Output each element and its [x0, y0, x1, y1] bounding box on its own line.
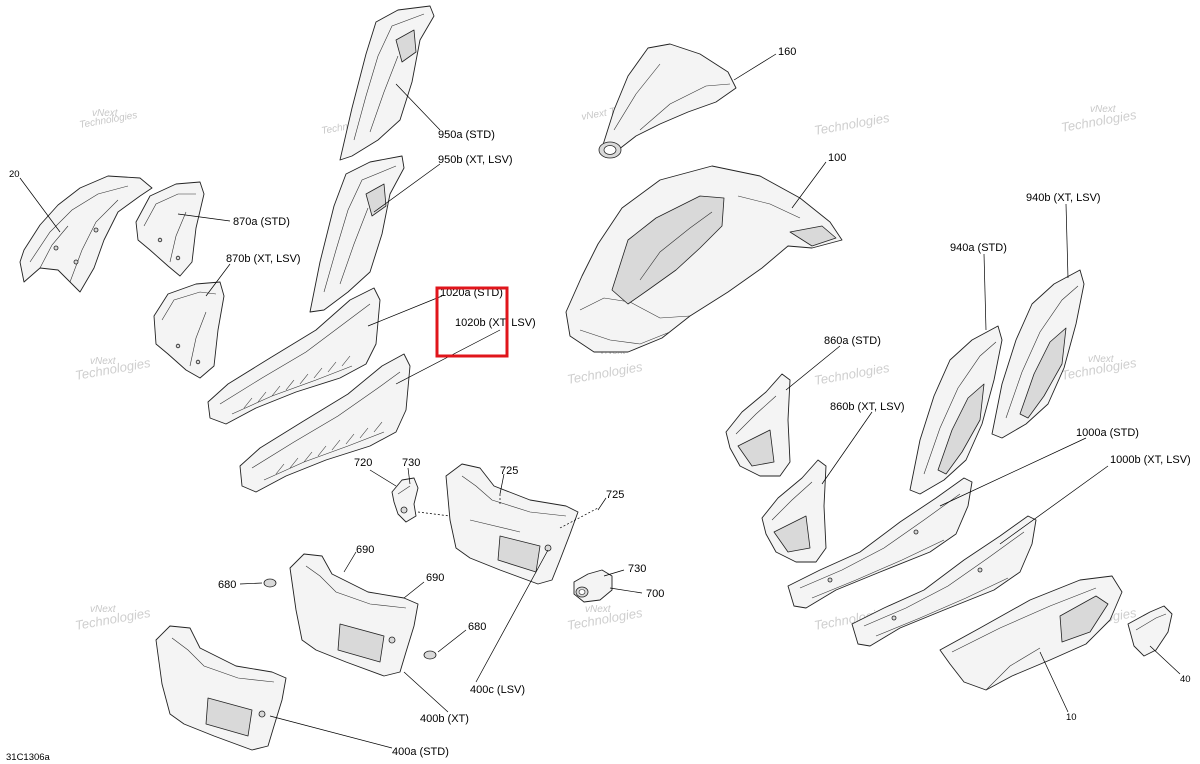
part-40-endpiece [1127, 605, 1173, 657]
label-870a: 870a (STD) [233, 216, 290, 228]
label-1000a: 1000a (STD) [1076, 427, 1139, 439]
part-950b-panel [309, 155, 405, 313]
label-700: 700 [646, 588, 664, 600]
watermark-text: Technologies [566, 359, 644, 387]
label-860b: 860b (XT, LSV) [830, 401, 905, 413]
watermark-text: vNext [90, 356, 117, 367]
label-725-left: 725 [500, 465, 518, 477]
label-940b: 940b (XT, LSV) [1026, 192, 1101, 204]
label-940a: 940a (STD) [950, 242, 1007, 254]
label-690-left: 690 [356, 544, 374, 556]
part-100-hood [565, 165, 843, 353]
part-870a-panel [135, 181, 205, 277]
label-860a: 860a (STD) [824, 335, 881, 347]
document-code: 31C1306a [6, 752, 51, 763]
label-870b: 870b (XT, LSV) [226, 253, 301, 265]
label-950a: 950a (STD) [438, 129, 495, 141]
watermark-text: vNext [1088, 354, 1115, 365]
watermark-text: Technologies [813, 110, 891, 138]
label-720: 720 [354, 457, 372, 469]
part-720-bracket [391, 477, 419, 523]
label-1000b: 1000b (XT, LSV) [1110, 454, 1191, 466]
part-20-fender [19, 175, 153, 293]
label-160: 160 [778, 46, 796, 58]
label-690-right: 690 [426, 572, 444, 584]
part-1020a-rocker [207, 287, 381, 425]
part-950a-panel [339, 5, 435, 161]
label-730-top: 730 [402, 457, 420, 469]
part-400a-console [155, 625, 287, 751]
label-20: 20 [9, 169, 20, 180]
label-400b: 400b (XT) [420, 713, 469, 725]
part-870b-panel [153, 281, 225, 379]
label-1020a: 1020a (STD) [440, 287, 503, 299]
part-1000b-rocker [851, 515, 1037, 647]
label-1020b: 1020b (XT, LSV) [455, 317, 536, 329]
watermark-text: vNext [92, 108, 119, 119]
part-940a-panel [909, 325, 1003, 495]
label-400a: 400a (STD) [392, 746, 449, 758]
part-1000a-rocker [787, 477, 973, 609]
watermark-text: vNext [585, 604, 612, 615]
part-400c-console [445, 463, 579, 585]
watermark-text: vNext [1090, 104, 1117, 115]
label-730-right: 730 [628, 563, 646, 575]
part-400b-console [289, 553, 419, 677]
label-680-right: 680 [468, 621, 486, 633]
label-680-left: 680 [218, 579, 236, 591]
label-950b: 950b (XT, LSV) [438, 154, 513, 166]
part-1020b-rocker [239, 353, 411, 493]
label-40: 40 [1180, 674, 1191, 685]
label-725-right: 725 [606, 489, 624, 501]
label-100: 100 [828, 152, 846, 164]
part-860b-panel [761, 459, 827, 563]
part-860a-panel [725, 373, 791, 477]
watermark-text: Technologies [813, 360, 891, 388]
part-160-hood-cap [598, 43, 737, 159]
label-400c: 400c (LSV) [470, 684, 525, 696]
callout-labels: 20 870a (STD) 870b (XT, LSV) 950a (STD) … [6, 46, 1191, 763]
highlight-box [435, 286, 509, 358]
part-940b-panel [991, 269, 1085, 439]
label-10: 10 [1066, 712, 1077, 723]
watermark-text: vNext [90, 604, 117, 615]
part-700-connector [573, 569, 613, 603]
part-680-plug [263, 578, 437, 660]
part-10-underpanel [939, 575, 1123, 691]
